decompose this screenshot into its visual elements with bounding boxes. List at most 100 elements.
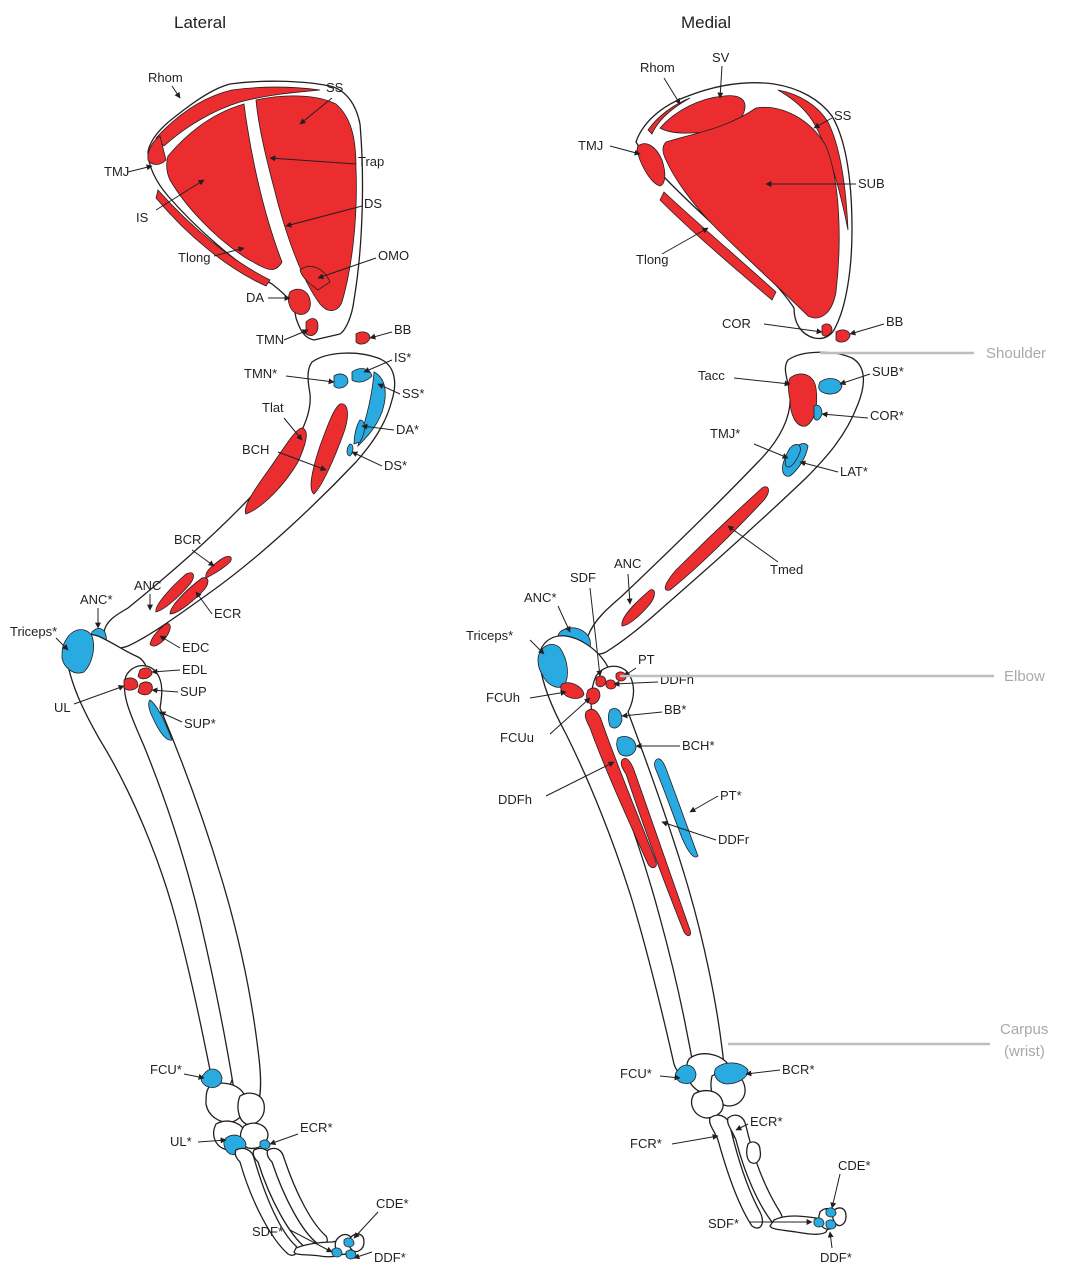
lateral-label: Tlat [262,400,284,415]
elbow-region-label: Elbow [1004,668,1045,685]
lateral-view: Rhom SS TMJ Trap IS DS Tlong OMO DA TMN … [10,70,424,1264]
medial-label: COR [722,316,751,331]
medial-label: FCR* [630,1136,662,1151]
lateral-label: TMJ [104,164,129,179]
carpus-region-label: Carpus [1000,1021,1048,1038]
lateral-label: SUP [180,684,207,699]
medial-label: ANC* [524,590,557,605]
medial-sub-origin [663,107,839,318]
medial-label: BCH* [682,738,715,753]
medial-label: TMJ* [710,426,740,441]
lateral-label: Trap [358,154,384,169]
medial-view-title: Medial [681,13,731,32]
medial-ddf-insertion [826,1220,836,1229]
lateral-label: Tlong [178,250,211,265]
medial-tmed-origin [665,487,768,591]
lateral-sdf-insertion [332,1248,342,1257]
medial-label: PT [638,652,655,667]
medial-label: Rhom [640,60,675,75]
lateral-label: BCH [242,442,269,457]
lateral-label: ECR* [300,1120,333,1135]
medial-cde-insertion [826,1208,836,1217]
medial-label: Tacc [698,368,725,383]
medial-label: BB* [664,702,686,717]
medial-label: SS [834,108,852,123]
medial-sdf-insertion [814,1218,824,1227]
medial-label: SV [712,50,730,65]
lateral-label: DS* [384,458,407,473]
lateral-label: DDF* [374,1250,406,1264]
medial-label: SUB* [872,364,904,379]
lateral-label: CDE* [376,1196,409,1211]
medial-label: FCUh [486,690,520,705]
lateral-label: DS [364,196,382,211]
medial-bb-insertion [609,708,623,728]
medial-humerus [558,352,863,660]
medial-view: SV Rhom SS TMJ SUB Tlong COR BB SUB* Tac… [466,50,904,1264]
lateral-label: Rhom [148,70,183,85]
medial-label: FCU* [620,1066,652,1081]
medial-label: Tmed [770,562,803,577]
medial-label: FCUu [500,730,534,745]
lateral-label: SS* [402,386,424,401]
medial-label: SDF [570,570,596,585]
medial-label: BCR* [782,1062,815,1077]
medial-label: COR* [870,408,904,423]
medial-label: DDFh [660,672,694,687]
lateral-bb-origin [356,332,370,344]
lateral-label: ANC* [80,592,113,607]
lateral-label: DA* [396,422,419,437]
lateral-tmn-origin [306,319,318,336]
medial-label: SUB [858,176,885,191]
lateral-label: FCU* [150,1062,182,1077]
lateral-ul-origin [124,678,138,690]
medial-label: ECR* [750,1114,783,1129]
lateral-label: SUP* [184,716,216,731]
lateral-label: IS [136,210,149,225]
medial-label: BB [886,314,903,329]
lateral-view-title: Lateral [174,13,226,32]
medial-sub-insertion [819,379,842,394]
lateral-metacarpus [235,1148,364,1259]
lateral-label: BCR [174,532,201,547]
medial-label: ANC [614,556,641,571]
medial-label: TMJ [578,138,603,153]
lateral-da-origin [288,289,310,314]
shoulder-region-label: Shoulder [986,345,1046,362]
wrist-region-label: (wrist) [1004,1043,1045,1060]
lateral-label: IS* [394,350,411,365]
medial-label: CDE* [838,1158,871,1173]
medial-label: DDF* [820,1250,852,1264]
medial-radius-ulna [538,636,724,1104]
lateral-radius-ulna [62,630,261,1112]
lateral-label: BB [394,322,411,337]
lateral-humerus [89,353,395,665]
lateral-label: TMN* [244,366,277,381]
medial-label: DDFh [498,792,532,807]
medial-label: PT* [720,788,742,803]
lateral-label: SDF* [252,1224,283,1239]
medial-label: Tlong [636,252,669,267]
lateral-sup-origin [138,682,152,695]
medial-label: Triceps* [466,628,513,643]
lateral-label: ECR [214,606,241,621]
medial-bb-origin [836,330,850,342]
lateral-tmn-insertion [334,374,348,388]
lateral-label: UL [54,700,71,715]
medial-scapula [636,83,852,342]
medial-label: SDF* [708,1216,739,1231]
lateral-label: DA [246,290,264,305]
lateral-label: Triceps* [10,624,57,639]
lateral-label: EDL [182,662,207,677]
lateral-fcu-insertion [201,1069,222,1088]
medial-label: DDFr [718,832,750,847]
lateral-label: OMO [378,248,409,263]
lateral-label: ANC [134,578,161,593]
lateral-label: TMN [256,332,284,347]
medial-sdf-origin [596,676,606,687]
lateral-cde-insertion [344,1238,354,1247]
lateral-ecr-insertion [260,1140,270,1149]
lateral-label: UL* [170,1134,192,1149]
lateral-label: EDC [182,640,209,655]
